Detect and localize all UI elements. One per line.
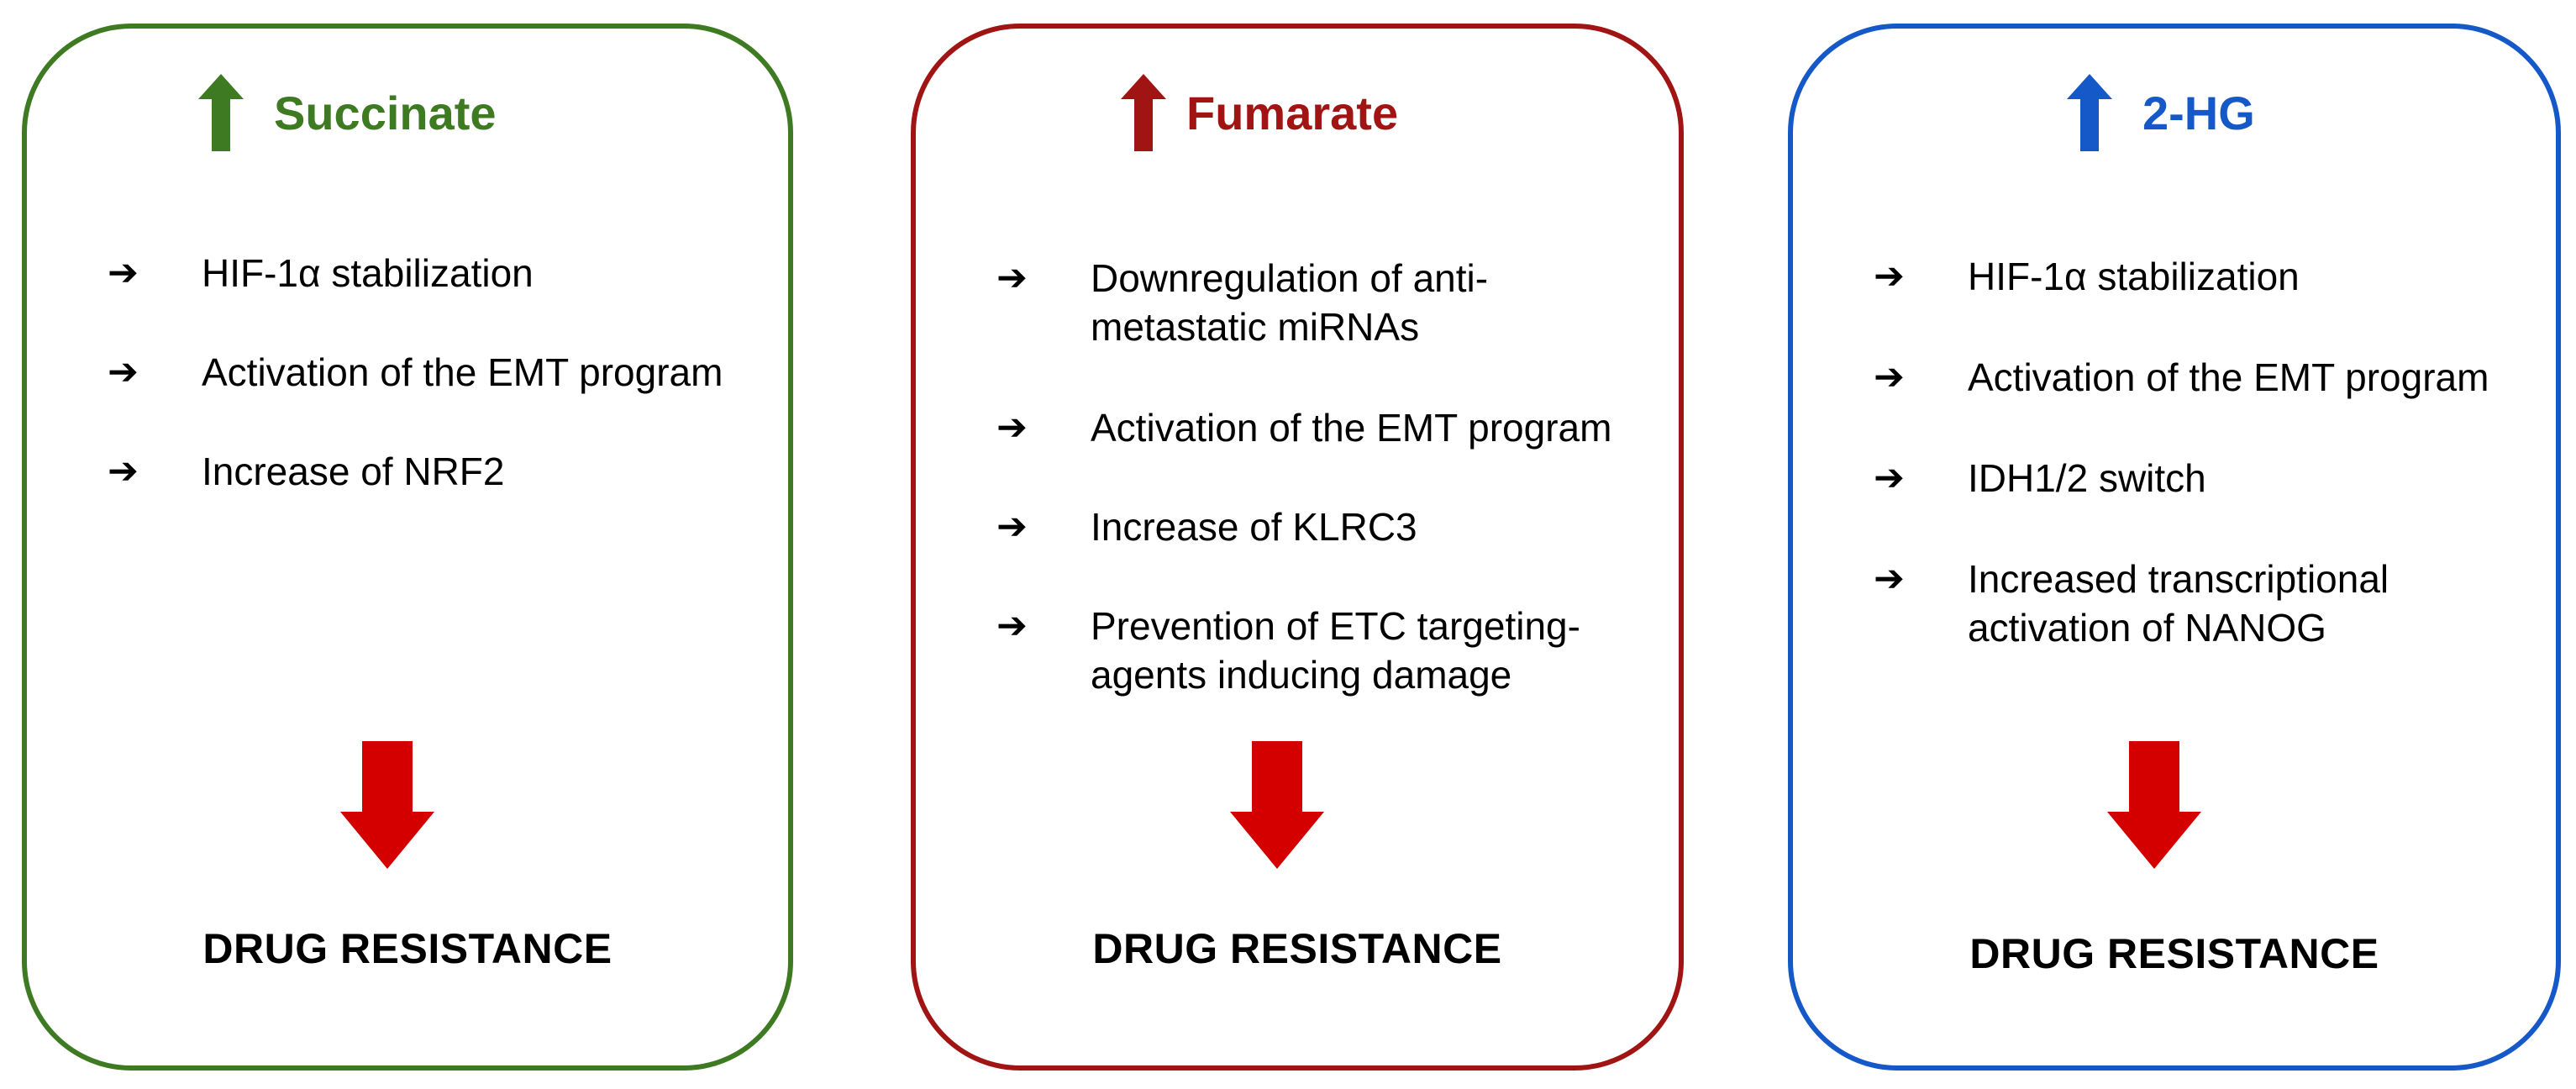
drug-resistance-label: DRUG RESISTANCE	[202, 925, 612, 972]
succinate-panel: Succinate ➔ HIF-1α stabilization ➔ Activ…	[22, 24, 793, 1071]
succinate-header: Succinate	[198, 62, 497, 163]
effect-text: Activation of the EMT program	[1091, 406, 1612, 450]
two-hg-header: 2-HG	[2067, 62, 2255, 163]
right-arrow-icon: ➔	[1874, 255, 1905, 297]
down-arrow-icon	[1230, 741, 1324, 869]
metabolite-label: Succinate	[274, 86, 497, 139]
right-arrow-icon: ➔	[996, 506, 1028, 547]
right-arrow-icon: ➔	[1874, 558, 1905, 599]
right-arrow-icon: ➔	[996, 605, 1028, 646]
right-arrow-icon: ➔	[1874, 457, 1905, 498]
fumarate-panel: Fumarate ➔ Downregulation of anti- metas…	[911, 24, 1684, 1071]
down-arrow-icon	[340, 741, 434, 869]
effect-text: Activation of the EMT program	[1968, 355, 2489, 399]
up-arrow-icon	[1121, 74, 1166, 151]
effect-text: HIF-1α stabilization	[1968, 255, 2300, 298]
effect-text: Increase of NRF2	[202, 450, 505, 493]
up-arrow-icon	[198, 74, 244, 151]
effect-text: Activation of the EMT program	[202, 350, 723, 394]
effect-text: IDH1/2 switch	[1968, 456, 2206, 500]
right-arrow-icon: ➔	[108, 351, 139, 392]
two-hg-panel: 2-HG ➔ HIF-1α stabilization ➔ Activation…	[1788, 24, 2561, 1071]
metabolite-label: 2-HG	[2142, 86, 2255, 139]
effect-text: Prevention of ETC targeting- agents indu…	[1091, 604, 1580, 697]
fumarate-header: Fumarate	[1121, 62, 1398, 163]
down-arrow-icon	[2107, 741, 2201, 869]
right-arrow-icon: ➔	[996, 407, 1028, 448]
effect-text: Downregulation of anti- metastatic miRNA…	[1091, 256, 1489, 349]
effect-text: HIF-1α stabilization	[202, 251, 534, 295]
effect-text: Increased transcriptional activation of …	[1968, 557, 2389, 650]
right-arrow-icon: ➔	[1874, 356, 1905, 397]
drug-resistance-label: DRUG RESISTANCE	[1092, 925, 1502, 972]
right-arrow-icon: ➔	[108, 252, 139, 293]
up-arrow-icon	[2067, 74, 2112, 151]
right-arrow-icon: ➔	[996, 257, 1028, 298]
metabolite-label: Fumarate	[1186, 86, 1399, 139]
drug-resistance-label: DRUG RESISTANCE	[1969, 930, 2379, 977]
right-arrow-icon: ➔	[108, 450, 139, 492]
effect-text: Increase of KLRC3	[1091, 505, 1417, 549]
